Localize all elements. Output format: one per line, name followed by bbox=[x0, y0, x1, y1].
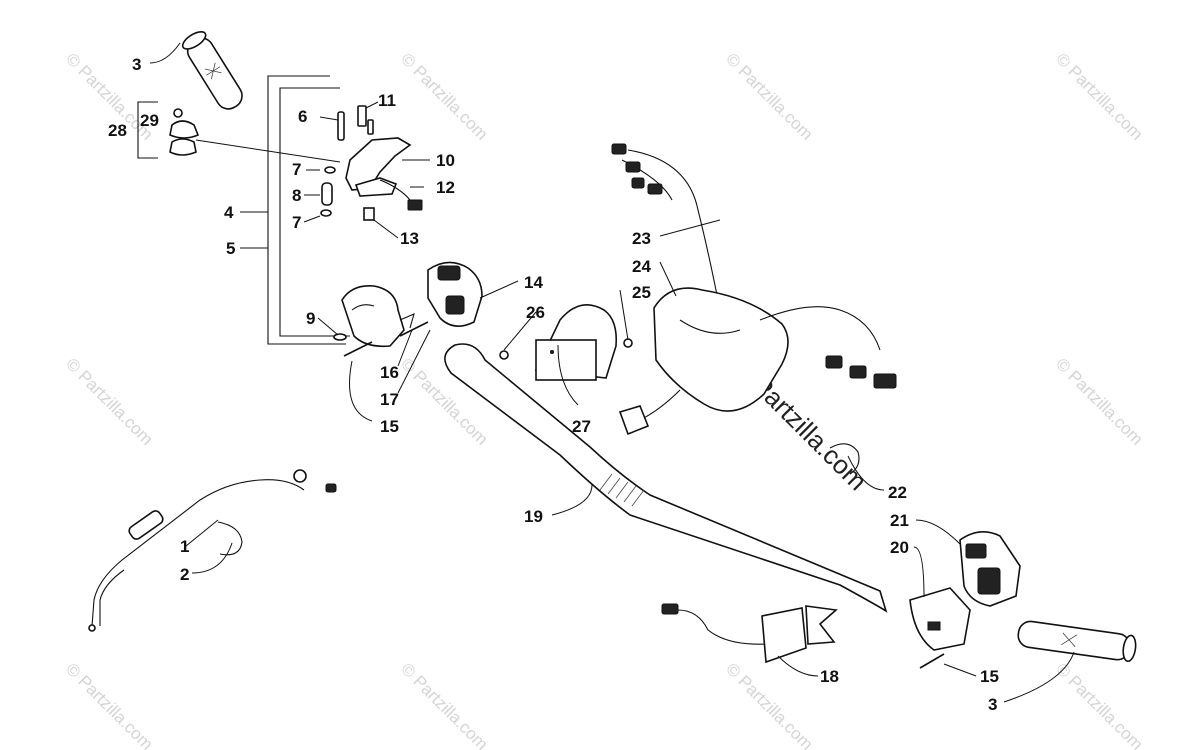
callout-label: 13 bbox=[400, 229, 419, 248]
watermark-text: © Partzilla.com bbox=[1052, 49, 1146, 143]
callout-label: 14 bbox=[524, 273, 543, 292]
callout-label: 7 bbox=[292, 160, 301, 179]
callout-label: 12 bbox=[436, 178, 455, 197]
callout-labels: 3 29 28 6 11 10 7 12 8 4 7 13 5 14 9 16 … bbox=[108, 55, 999, 714]
callout-label: 9 bbox=[306, 309, 315, 328]
leader-lines bbox=[149, 42, 1075, 703]
watermark-text: © Partzilla.com bbox=[62, 354, 156, 448]
left-grip bbox=[181, 31, 243, 110]
callout-label: 11 bbox=[378, 91, 396, 110]
watermark-text: © Partzilla.com bbox=[397, 659, 491, 750]
callout-label: 27 bbox=[572, 417, 591, 436]
callout-label: 10 bbox=[436, 151, 455, 170]
watermark-layer: © Partzilla.com © Partzilla.com © Partzi… bbox=[62, 49, 1146, 750]
wiring-harness bbox=[661, 603, 838, 664]
callout-label: 19 bbox=[524, 507, 543, 526]
watermark-text: © Partzilla.com bbox=[1052, 659, 1146, 750]
throttle-housing bbox=[611, 143, 897, 436]
callout-label: 6 bbox=[298, 107, 307, 126]
brake-lever-group bbox=[320, 105, 423, 221]
right-switch-housing bbox=[909, 587, 971, 669]
throttle-cable bbox=[88, 469, 337, 632]
throttle-plate bbox=[499, 304, 618, 381]
callout-label: 17 bbox=[380, 390, 399, 409]
watermark-text: © Partzilla.com bbox=[1052, 354, 1146, 448]
callout-label: 23 bbox=[632, 229, 651, 248]
callout-label: 8 bbox=[292, 186, 301, 205]
callout-label: 25 bbox=[632, 283, 651, 302]
callout-label: 7 bbox=[292, 213, 301, 232]
callout-label: 3 bbox=[988, 695, 997, 714]
watermark-text: © Partzilla.com bbox=[722, 49, 816, 143]
handlebar bbox=[444, 343, 888, 613]
retaining-clip-right bbox=[829, 443, 860, 475]
callout-label: 15 bbox=[980, 667, 999, 686]
callout-label: 24 bbox=[632, 257, 651, 276]
callout-label: 1 bbox=[180, 537, 189, 556]
screws-left bbox=[343, 321, 429, 357]
callout-label: 16 bbox=[380, 363, 399, 382]
callout-label: 21 bbox=[890, 511, 909, 530]
left-switch-block bbox=[427, 261, 483, 327]
callout-label: 26 bbox=[526, 303, 545, 322]
callout-label: 3 bbox=[132, 55, 141, 74]
bracket-frame bbox=[267, 75, 350, 345]
callout-label: 28 bbox=[108, 121, 127, 140]
callout-label: 20 bbox=[890, 538, 909, 557]
callout-label: 18 bbox=[820, 667, 839, 686]
callout-label: 29 bbox=[140, 111, 159, 130]
callout-label: 5 bbox=[226, 239, 235, 258]
callout-label: 22 bbox=[888, 483, 907, 502]
callout-label: 4 bbox=[224, 203, 234, 222]
clamp-assembly bbox=[137, 101, 200, 159]
watermark-text: © Partzilla.com bbox=[397, 49, 491, 143]
right-grip bbox=[1017, 620, 1137, 663]
callout-label: 15 bbox=[380, 417, 399, 436]
callout-label: 2 bbox=[180, 565, 189, 584]
right-switch-block bbox=[959, 531, 1021, 607]
watermark-text: © Partzilla.com bbox=[62, 659, 156, 750]
left-switch-housing bbox=[333, 284, 415, 348]
